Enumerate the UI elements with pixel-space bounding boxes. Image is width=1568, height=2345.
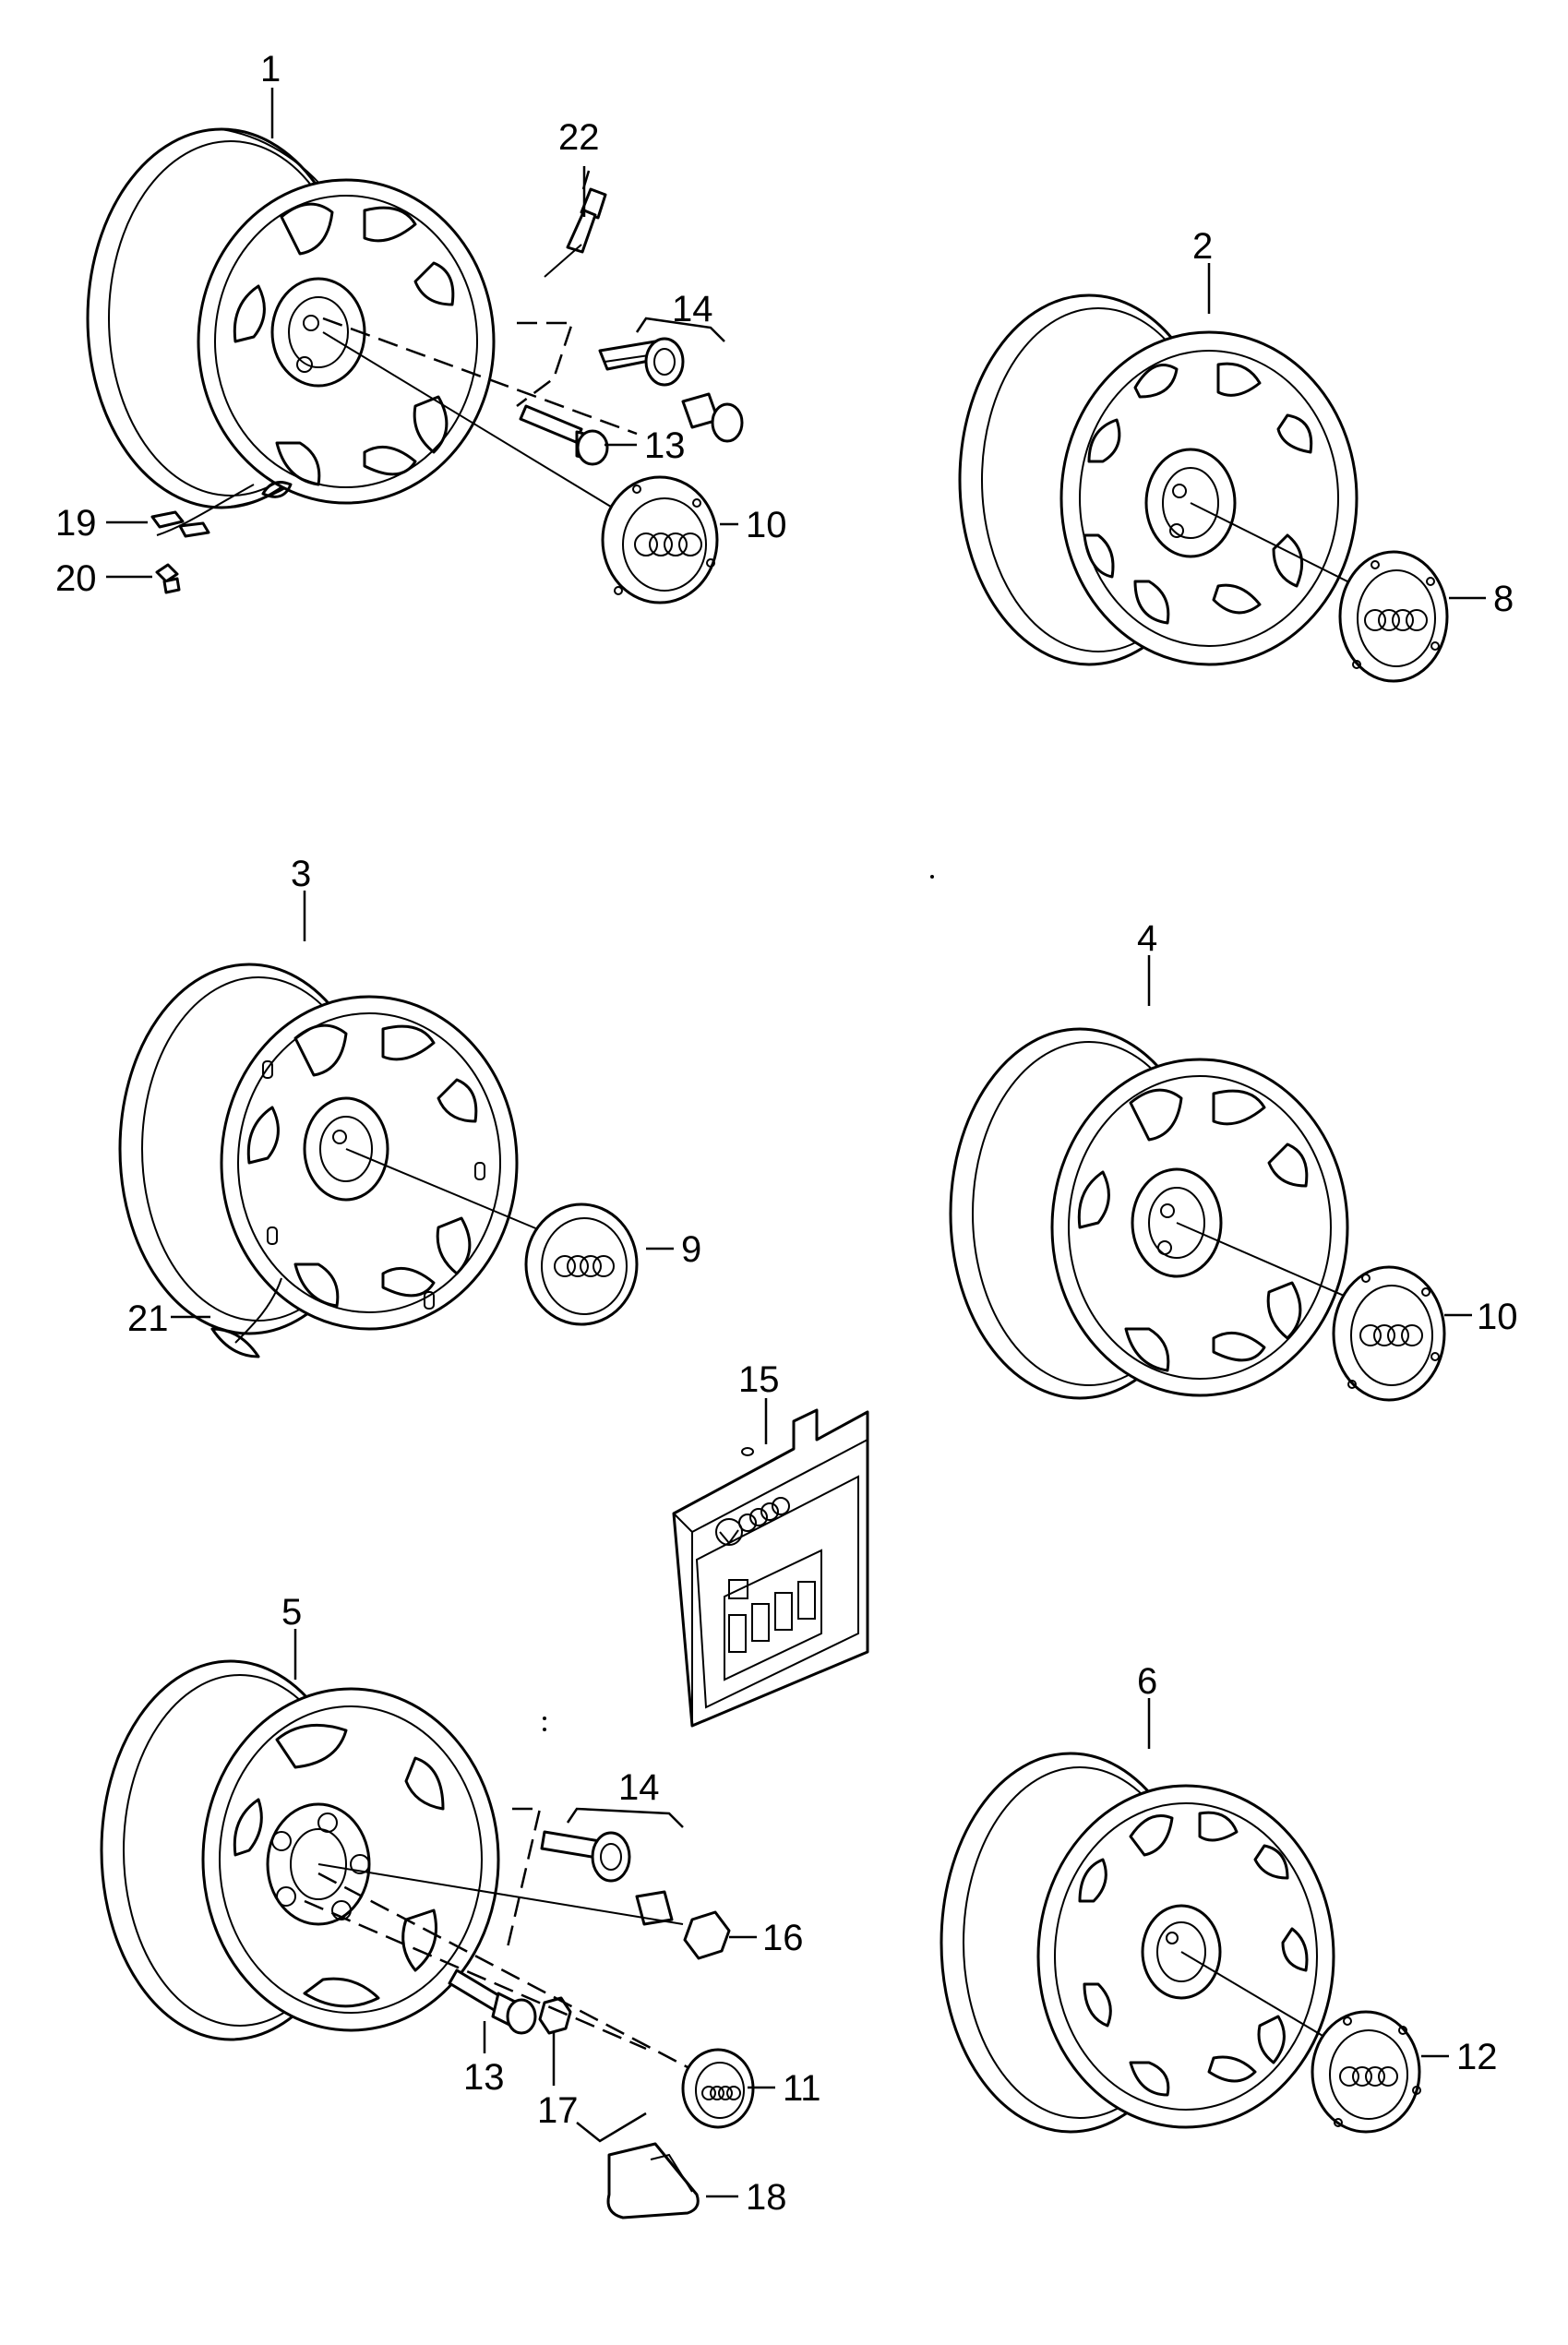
callout-17: 17 [537,2090,579,2131]
balance-weight-21 [210,1277,282,1358]
valve-22 [544,170,607,278]
wheel-5 [100,1659,500,2041]
callout-12: 12 [1456,2037,1498,2077]
tool-18 [576,2112,700,2219]
callout-15: 15 [738,1359,780,1400]
callout-1: 1 [260,49,281,90]
callout-18: 18 [746,2177,787,2218]
callout-20: 20 [55,558,97,599]
callout-11: 11 [783,2068,821,2109]
wheel-2 [958,293,1359,666]
callout-10b: 10 [1477,1297,1518,1337]
callout-6: 6 [1137,1661,1157,1702]
callout-13a: 13 [644,425,686,466]
callout-2: 2 [1192,226,1213,267]
hub-cap-8 [1338,550,1449,683]
wheel-nut-16 [683,1910,757,1960]
callout-3: 3 [291,854,311,894]
wheel-bolt-13b [448,1968,537,2053]
callout-19: 19 [55,503,97,544]
wheel-bolt-13a [519,404,609,466]
lock-bolt-kit-15 [672,1408,869,1728]
lock-bolt-set-14a [598,317,744,443]
hub-cap-12 [1311,2010,1421,2134]
nut-17 [538,1996,572,2086]
wheel-4 [949,1027,1349,1400]
wheel-1 [86,127,496,509]
callout-16: 16 [762,1918,804,1958]
callout-22: 22 [558,117,600,158]
balance-weight-20 [155,563,181,594]
hub-cap-10b [1332,1265,1446,1402]
callout-14a: 14 [672,289,713,329]
callout-13b: 13 [463,2057,505,2098]
wheel-3 [118,963,519,1335]
wheel-6 [940,1752,1335,2134]
callout-9: 9 [681,1229,701,1270]
hub-cap-10a [601,475,719,604]
balance-weight-19 [150,484,255,538]
callout-5: 5 [281,1592,302,1633]
callout-21: 21 [127,1298,169,1339]
callout-8: 8 [1493,579,1514,619]
callout-10a: 10 [746,505,787,545]
callout-4: 4 [1137,918,1157,959]
hub-cap-9 [524,1202,639,1326]
hub-cap-11 [681,2048,755,2129]
lock-bolt-set-14b [540,1807,684,1926]
callout-14b: 14 [618,1767,660,1808]
